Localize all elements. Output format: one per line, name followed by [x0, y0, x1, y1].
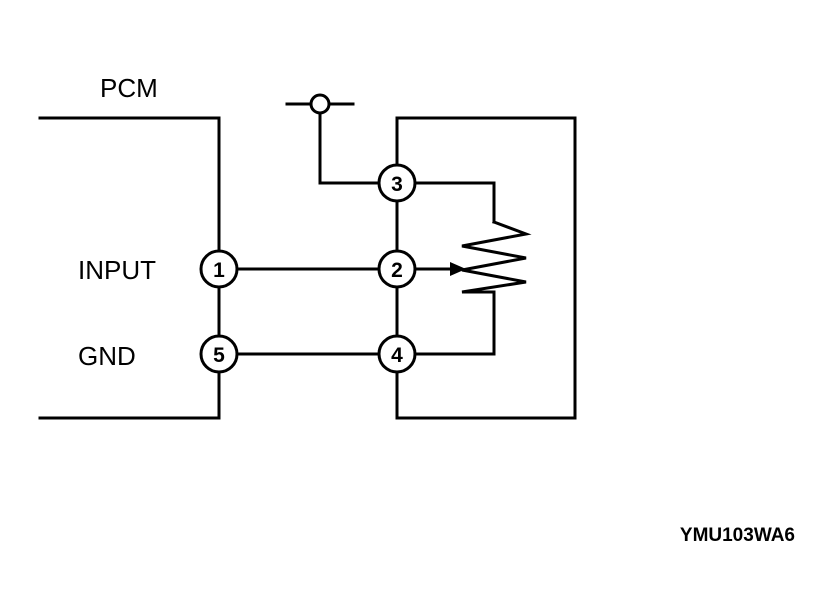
terminal-4-label: 4 — [391, 344, 403, 367]
terminal-3-label: 3 — [391, 173, 403, 196]
terminal-5: 5 — [199, 334, 239, 374]
gnd-label: GND — [78, 341, 136, 371]
terminal-4: 4 — [377, 334, 417, 374]
pcm-label: PCM — [100, 73, 158, 103]
terminal-1-label: 1 — [213, 259, 225, 282]
figure-code: YMU103WA6 — [680, 525, 795, 546]
supply-symbol — [285, 93, 399, 185]
terminal-2: 2 — [377, 249, 417, 289]
terminal-5-label: 5 — [213, 344, 225, 367]
terminal-1: 1 — [199, 249, 239, 289]
terminal-2-label: 2 — [391, 259, 403, 282]
resistor-leads — [395, 181, 496, 356]
terminal-3: 3 — [377, 163, 417, 203]
input-label: INPUT — [78, 255, 156, 285]
resistor-icon — [461, 220, 532, 294]
